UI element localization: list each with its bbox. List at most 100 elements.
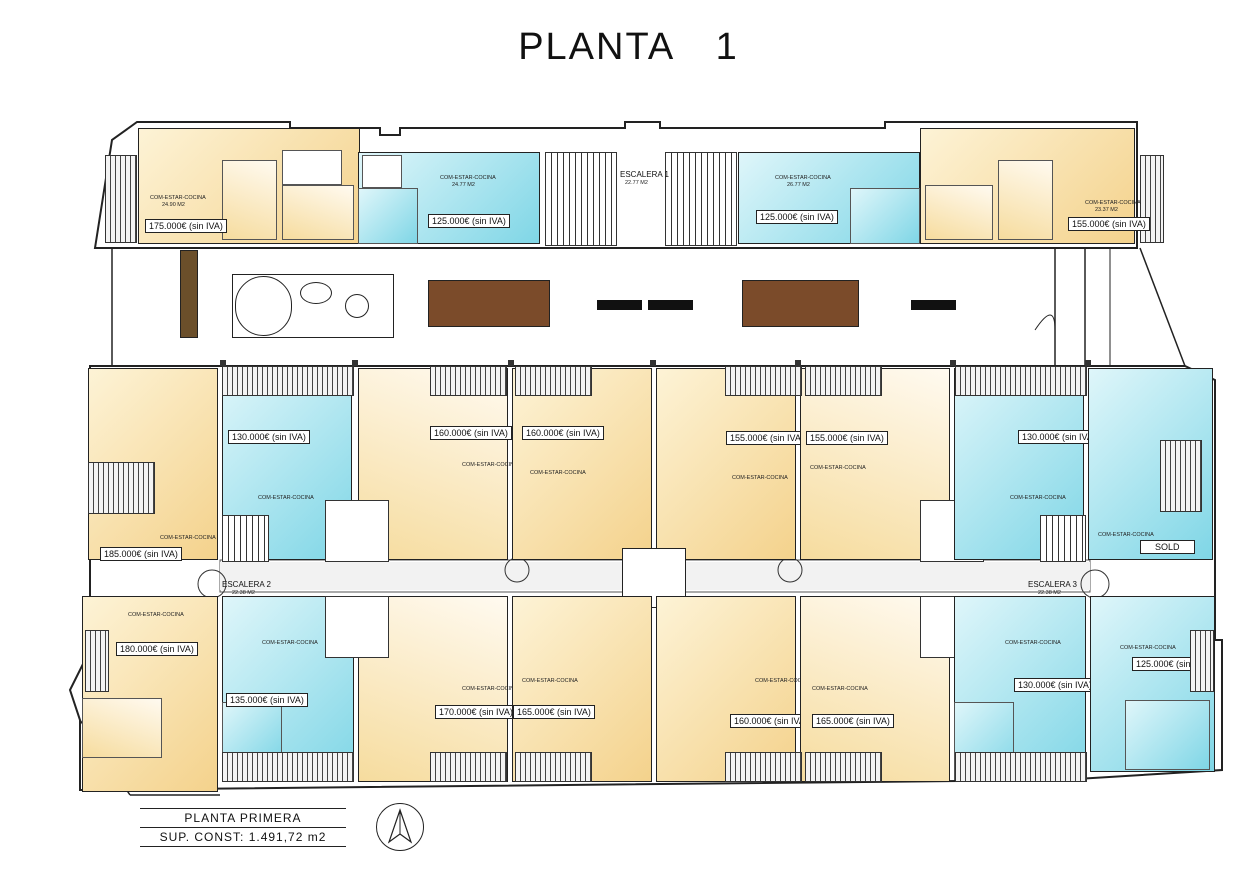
courtyard-table [300, 282, 332, 304]
terrace-strip [725, 366, 802, 396]
courtyard-table [345, 294, 369, 318]
room-label: COM-ESTAR-COCINA [258, 495, 314, 501]
room-label: COM-ESTAR-COCINA [128, 612, 184, 618]
planter [180, 250, 198, 338]
elevator [325, 500, 389, 562]
room-label: COM-ESTAR-COCINA [262, 640, 318, 646]
stair-label: ESCALERA 3 [1028, 580, 1077, 589]
elevator [325, 596, 389, 658]
stair-area: 22.38 M2 [1038, 590, 1061, 596]
planter [428, 280, 550, 327]
room-label: COM-ESTAR-COCINA [732, 475, 788, 481]
unit-bot-1[interactable] [82, 596, 218, 792]
legend-name: PLANTA PRIMERA [140, 808, 346, 827]
unit-bot-4[interactable] [512, 596, 652, 782]
room-dorm [1125, 700, 1210, 770]
room-dorm [358, 188, 418, 244]
price-label: 155.000€ (sin IVA) [726, 431, 808, 445]
room-area: 24.90 M2 [162, 202, 185, 208]
stair-area: 22.77 M2 [625, 180, 648, 186]
room-dorm [222, 160, 277, 240]
stair-2 [222, 515, 269, 562]
terrace-strip [222, 752, 354, 782]
courtyard-pool-frame [232, 274, 394, 338]
bench [597, 300, 642, 310]
planter [742, 280, 859, 327]
north-arrow-icon [387, 808, 413, 844]
price-label: 165.000€ (sin IVA) [513, 705, 595, 719]
room-dorm [998, 160, 1053, 240]
stair-area: 22.38 M2 [232, 590, 255, 596]
price-label: 130.000€ (sin IVA) [228, 430, 310, 444]
price-label: 155.000€ (sin IVA) [806, 431, 888, 445]
terrace-strip [515, 366, 592, 396]
courtyard-pool [235, 276, 292, 336]
room-area: 24.77 M2 [452, 182, 475, 188]
unit-mid-5[interactable] [656, 368, 796, 560]
room-dorm [282, 185, 354, 240]
terrace [105, 155, 137, 243]
price-label: 160.000€ (sin IVA) [430, 426, 512, 440]
room-label: COM-ESTAR-COCINA [522, 678, 578, 684]
price-label: 170.000€ (sin IVA) [435, 705, 517, 719]
price-label: 130.000€ (sin IVA) [1014, 678, 1096, 692]
stair-1-right [665, 152, 737, 246]
unit-bot-5[interactable] [656, 596, 796, 782]
price-label: 185.000€ (sin IVA) [100, 547, 182, 561]
room-label: COM-ESTAR-COCINA [462, 686, 518, 692]
bench [648, 300, 693, 310]
room-dorm [850, 188, 920, 244]
price-label: 135.000€ (sin IVA) [226, 693, 308, 707]
room-label: COM-ESTAR-COCINA [1010, 495, 1066, 501]
terrace-strip [515, 752, 592, 782]
price-label: 175.000€ (sin IVA) [145, 219, 227, 233]
unit-mid-4[interactable] [512, 368, 652, 560]
terrace-strip [805, 752, 882, 782]
terrace [85, 630, 109, 692]
north-arrow-icon [376, 803, 424, 851]
price-label: 165.000€ (sin IVA) [812, 714, 894, 728]
legend-area: SUP. CONST: 1.491,72 m2 [140, 827, 346, 847]
room-label: COM-ESTAR-COCINA [1085, 200, 1141, 206]
room-label: COM-ESTAR-COCINA [1120, 645, 1176, 651]
price-label: SOLD [1140, 540, 1195, 554]
terrace-strip [222, 366, 354, 396]
terrace [1160, 440, 1202, 512]
room-label: COM-ESTAR-COCINA [462, 462, 518, 468]
room-bath [282, 150, 342, 185]
price-label: 160.000€ (sin IVA) [522, 426, 604, 440]
price-label: 155.000€ (sin IVA) [1068, 217, 1150, 231]
room-label: COM-ESTAR-COCINA [150, 195, 206, 201]
room-area: 26.77 M2 [787, 182, 810, 188]
room-label: COM-ESTAR-COCINA [1005, 640, 1061, 646]
price-label: 160.000€ (sin IVA) [730, 714, 812, 728]
room-label: COM-ESTAR-COCINA [160, 535, 216, 541]
terrace-strip [955, 752, 1087, 782]
terrace-strip [725, 752, 802, 782]
room-label: COM-ESTAR-COCINA [755, 678, 811, 684]
terrace-strip [805, 366, 882, 396]
terrace [88, 462, 155, 514]
room-area: 23.37 M2 [1095, 207, 1118, 213]
room-label: COM-ESTAR-COCINA [530, 470, 586, 476]
bench [911, 300, 956, 310]
stair-label: ESCALERA 2 [222, 580, 271, 589]
terrace-strip [430, 366, 507, 396]
room-dorm [82, 698, 162, 758]
price-label: 125.000€ (sin IVA) [756, 210, 838, 224]
stair-3 [1040, 515, 1086, 562]
room-label: COM-ESTAR-COCINA [1098, 532, 1154, 538]
terrace-strip [430, 752, 507, 782]
room-label: COM-ESTAR-COCINA [812, 686, 868, 692]
room-bath [362, 155, 402, 188]
price-label: 180.000€ (sin IVA) [116, 642, 198, 656]
plan-legend: PLANTA PRIMERA SUP. CONST: 1.491,72 m2 [140, 808, 346, 847]
terrace-strip [955, 366, 1087, 396]
page-title: PLANTA 1 [518, 26, 739, 68]
room-label: COM-ESTAR-COCINA [775, 175, 831, 181]
room-label: COM-ESTAR-COCINA [810, 465, 866, 471]
room-dorm [925, 185, 993, 240]
price-label: 125.000€ (sin IVA) [428, 214, 510, 228]
room-label: COM-ESTAR-COCINA [440, 175, 496, 181]
stair-1-left [545, 152, 617, 246]
